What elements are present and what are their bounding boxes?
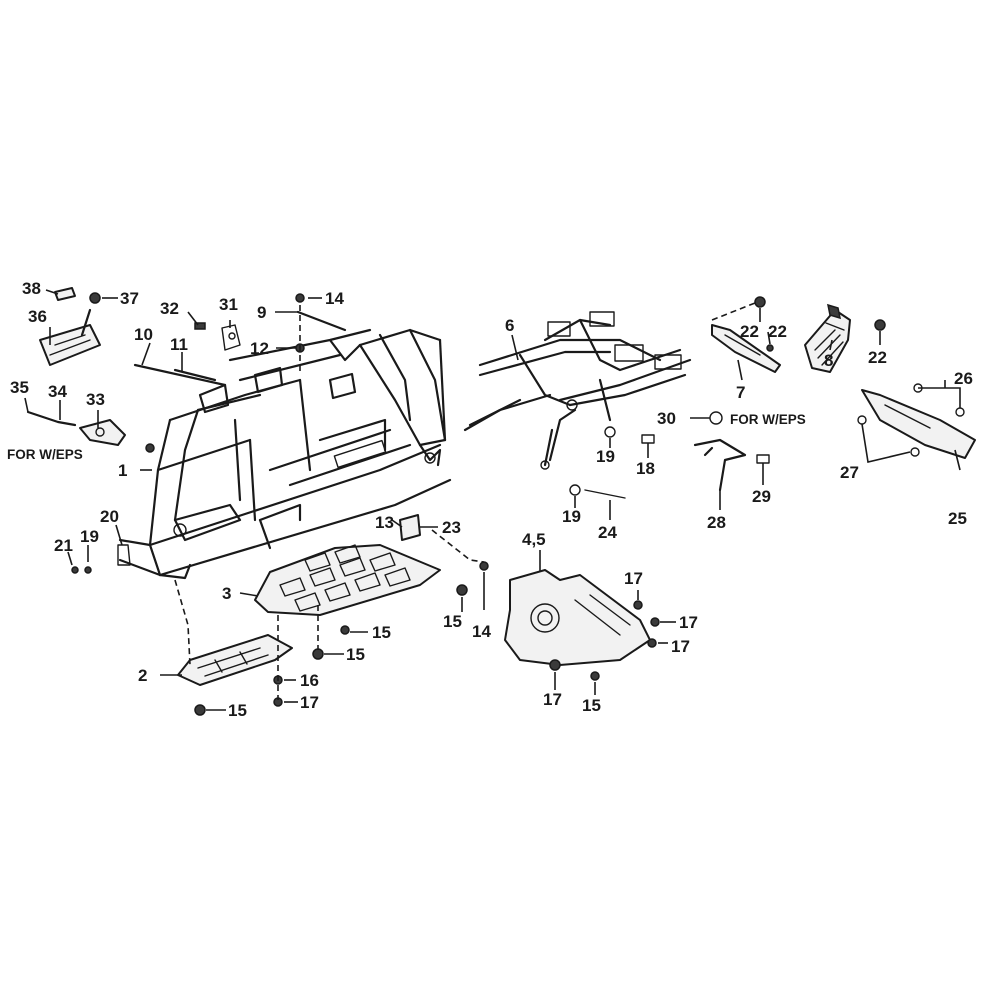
eps-bracket-group-left (26, 287, 126, 446)
callout-22-left: 22 (740, 322, 759, 341)
callout-15-mid: 15 (372, 623, 391, 642)
leader-lines (24, 289, 961, 711)
callout-6: 6 (505, 316, 514, 335)
bracket-7 (711, 324, 781, 373)
callout-15-center: 15 (346, 645, 365, 664)
callout-4-5: 4,5 (522, 530, 546, 549)
callout-8: 8 (824, 351, 833, 370)
callout-32: 32 (160, 299, 179, 318)
skid-plate-main (254, 544, 441, 616)
callout-19-lower: 19 (562, 507, 581, 526)
callout-37: 37 (120, 289, 139, 308)
note-eps-right: FOR W/EPS (730, 412, 806, 427)
main-frame (118, 328, 452, 580)
callout-28: 28 (707, 513, 726, 532)
callout-14-top: 14 (325, 289, 344, 308)
callout-15-skid: 15 (443, 612, 462, 631)
callout-30: 30 (657, 409, 676, 428)
fasteners (71, 292, 965, 716)
alignment-lines (174, 302, 756, 700)
callout-17-bottom: 17 (300, 693, 319, 712)
callout-17-cover-right: 17 (679, 613, 698, 632)
callout-19-upper: 19 (596, 447, 615, 466)
callout-29: 29 (752, 487, 771, 506)
bracket-23 (399, 514, 421, 541)
callout-1: 1 (118, 461, 127, 480)
callout-27: 27 (840, 463, 859, 482)
callout-31: 31 (219, 295, 238, 314)
callout-14-lower: 14 (472, 622, 491, 641)
callout-35: 35 (10, 378, 29, 397)
callout-7: 7 (736, 383, 745, 402)
callout-15-cover: 15 (582, 696, 601, 715)
callout-19-left: 19 (80, 527, 99, 546)
callout-9: 9 (257, 303, 266, 322)
callout-22-mid: 22 (768, 322, 787, 341)
footrest-8 (804, 303, 851, 373)
cover-4-5 (504, 569, 651, 666)
callout-10: 10 (134, 325, 153, 344)
callout-15-bottom: 15 (228, 701, 247, 720)
callout-18: 18 (636, 459, 655, 478)
callout-labels: 1 2 3 4,5 6 7 8 9 10 11 12 13 14 14 15 1… (7, 279, 973, 720)
callout-11: 11 (170, 335, 188, 354)
callout-24: 24 (598, 523, 617, 542)
callout-12: 12 (250, 339, 269, 358)
callout-13: 13 (375, 513, 394, 532)
callout-22-right: 22 (868, 348, 887, 367)
callout-36: 36 (28, 307, 47, 326)
callout-26: 26 (954, 369, 973, 388)
callout-38: 38 (22, 279, 41, 298)
rear-subframe (463, 311, 692, 470)
callout-25: 25 (948, 509, 967, 528)
panel-25 (861, 389, 976, 459)
callout-16: 16 (300, 671, 319, 690)
callout-17-cover-low: 17 (543, 690, 562, 709)
callout-33: 33 (86, 390, 105, 409)
callout-23: 23 (442, 518, 461, 537)
callout-17-cover-right-low: 17 (671, 637, 690, 656)
callout-3: 3 (222, 584, 231, 603)
callout-2: 2 (138, 666, 147, 685)
callout-34: 34 (48, 382, 67, 401)
callout-21: 21 (54, 536, 73, 555)
bracket-28 (693, 438, 747, 492)
callout-20: 20 (100, 507, 119, 526)
callout-17-cover-top: 17 (624, 569, 643, 588)
note-eps-left: FOR W/EPS (7, 447, 83, 462)
